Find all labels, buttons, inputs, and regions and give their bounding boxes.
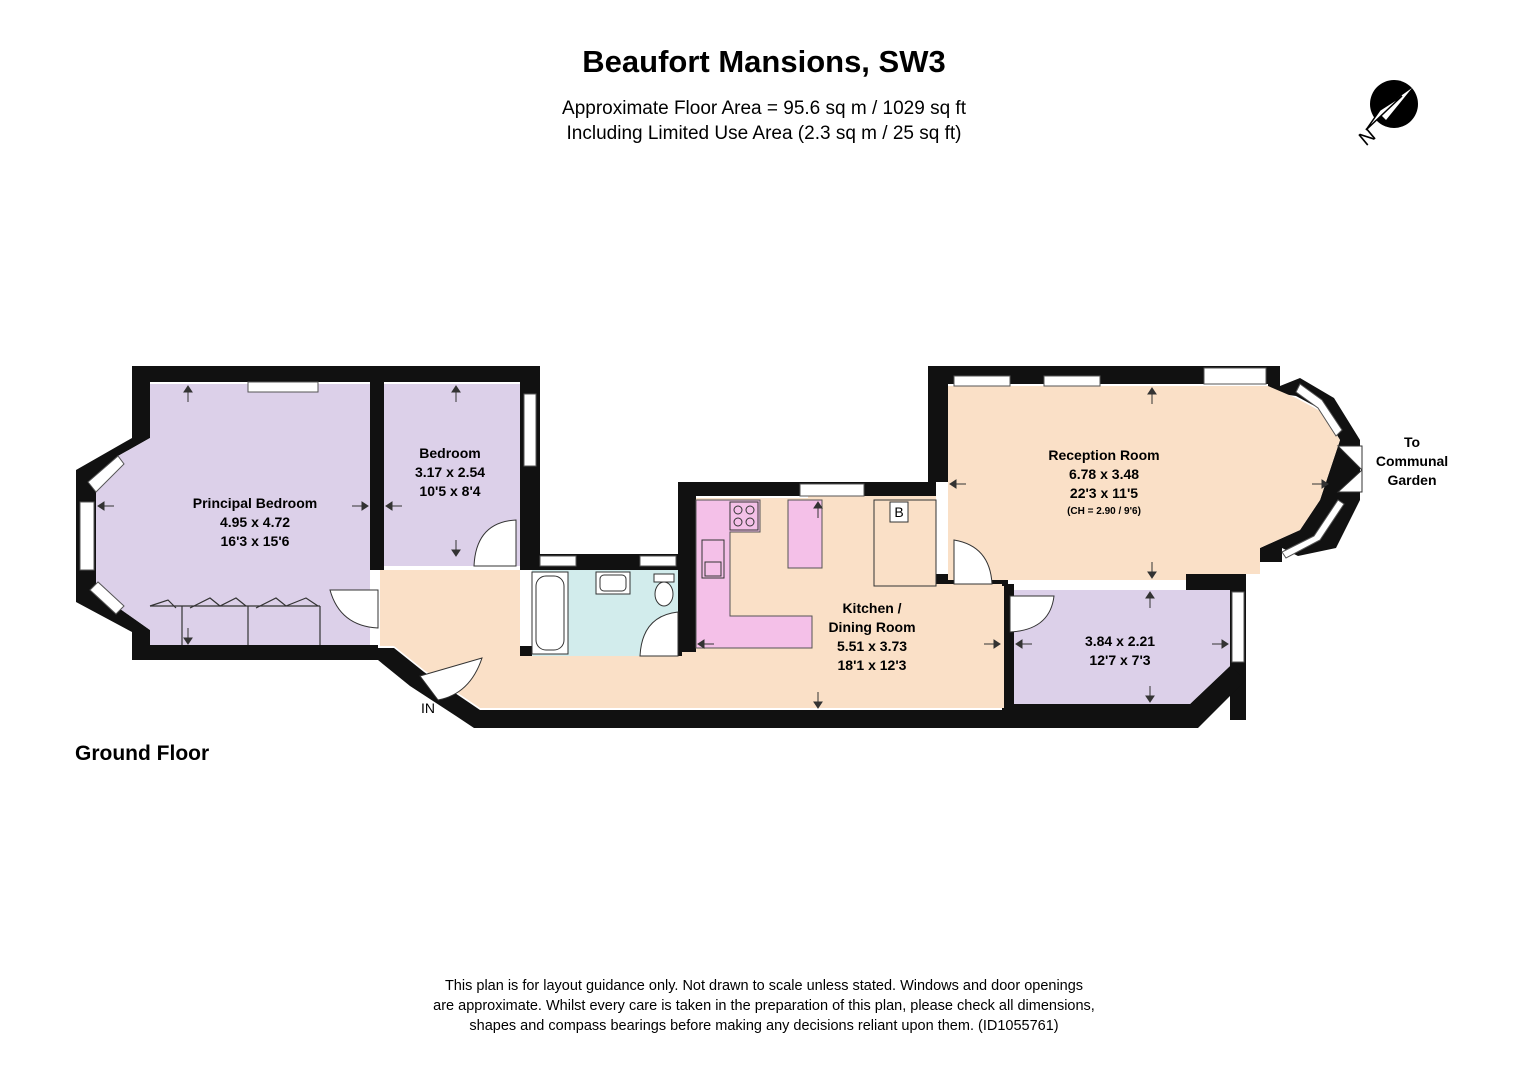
boiler-cupboard (873, 499, 937, 587)
plan-subtitle: Approximate Floor Area = 95.6 sq m / 102… (0, 96, 1528, 146)
garden-line2: Communal (1376, 453, 1448, 469)
dimension-markers (97, 385, 1329, 709)
bedroom-imperial: 10'5 x 8'4 (419, 483, 480, 499)
reception-imperial: 22'3 x 11'5 (1070, 485, 1138, 501)
toilet-icon (653, 573, 675, 607)
boiler-icon (889, 501, 909, 523)
sink-icon (701, 539, 725, 579)
label-bedroom: Bedroom 3.17 x 2.54 10'5 x 8'4 (415, 445, 485, 499)
bedroom-name: Bedroom (419, 445, 480, 461)
reception-name: Reception Room (1048, 447, 1159, 463)
kitchen-units (695, 499, 823, 649)
reception-ceiling-height: (CH = 2.90 / 9'6) (1067, 506, 1141, 517)
reception-room-area (948, 386, 1340, 580)
compass-icon: N (1355, 80, 1418, 150)
small-room-metric: 3.84 x 2.21 (1085, 633, 1155, 649)
kitchen-name-line2: Dining Room (828, 619, 915, 635)
small-room-area (1014, 590, 1230, 704)
floor-label: Ground Floor (75, 742, 210, 765)
kitchen-dining-area (696, 498, 1002, 708)
principal-bedroom-name: Principal Bedroom (193, 495, 317, 511)
floor-area-line: Approximate Floor Area = 95.6 sq m / 102… (562, 98, 966, 119)
windows (79, 367, 1345, 663)
kitchen-name-line1: Kitchen / (842, 600, 901, 616)
disclaimer-line2: are approximate. Whilst every care is ta… (433, 998, 1095, 1014)
garden-line3: Garden (1387, 472, 1436, 488)
label-small-room: 3.84 x 2.21 12'7 x 7'3 (1085, 633, 1155, 668)
boiler-label: B (894, 504, 903, 520)
principal-bedroom-imperial: 16'3 x 15'6 (221, 533, 290, 549)
principal-bedroom-metric: 4.95 x 4.72 (220, 514, 290, 530)
bathtub-icon (531, 571, 569, 655)
kitchen-imperial: 18'1 x 12'3 (838, 657, 907, 673)
wardrobes (149, 597, 321, 645)
label-principal-bedroom: Principal Bedroom 4.95 x 4.72 16'3 x 15'… (193, 495, 317, 549)
disclaimer-line3: shapes and compass bearings before makin… (469, 1018, 1059, 1034)
principal-bedroom-area (96, 384, 370, 645)
basin-icon (595, 571, 631, 595)
limited-use-area-line: Including Limited Use Area (2.3 sq m / 2… (566, 123, 962, 144)
reception-metric: 6.78 x 3.48 (1069, 466, 1139, 482)
disclaimer-line1: This plan is for layout guidance only. N… (444, 978, 1084, 994)
doors (329, 445, 1363, 701)
kitchen-metric: 5.51 x 3.73 (837, 638, 907, 654)
small-room-imperial: 12'7 x 7'3 (1089, 652, 1150, 668)
compass-north-label: N (1355, 124, 1380, 150)
plan-title: Beaufort Mansions, SW3 (582, 44, 946, 79)
garden-line1: To (1404, 434, 1420, 450)
label-reception-room: Reception Room 6.78 x 3.48 22'3 x 11'5 (… (1048, 447, 1159, 517)
bedroom-area (384, 384, 520, 566)
disclaimer: This plan is for layout guidance only. N… (0, 976, 1528, 1036)
label-kitchen-dining: Kitchen / Dining Room 5.51 x 3.73 18'1 x… (828, 600, 915, 673)
label-communal-garden: To Communal Garden (1376, 434, 1448, 488)
bedroom-metric: 3.17 x 2.54 (415, 464, 485, 480)
entrance-label: IN (421, 700, 435, 716)
hob-icon (729, 501, 759, 531)
